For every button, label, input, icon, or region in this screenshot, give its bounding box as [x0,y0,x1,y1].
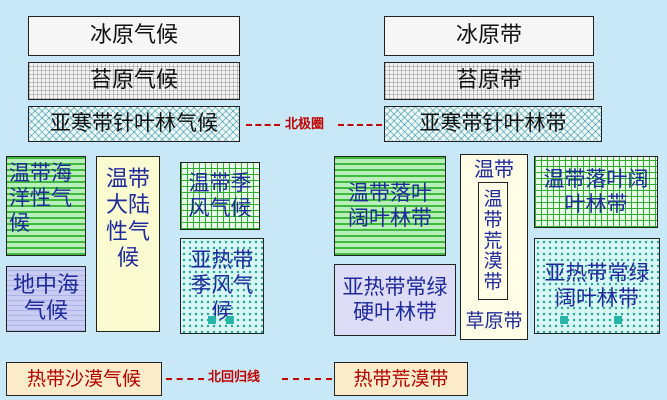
subarctic-climate-box: 亚寒带针叶林气候 [28,106,240,142]
temperate-monsoon-label: 温带季风气候 [188,170,252,220]
tropical-desert-climate-label: 热带沙漠气候 [26,367,141,390]
ice-climate-box: 冰原气候 [28,16,240,56]
steppe-box: 草原带 [461,304,527,338]
temperate-continental-box: 温带大陆性气候 [96,156,160,332]
tundra-climate-label: 苔原气候 [89,67,178,93]
temperate-desert-box: 温带荒漠带 [478,182,508,300]
temperate-maritime-box: 温带海洋性气候 [6,156,86,256]
temperate-deciduous-box: 温带落叶阔叶林带 [334,156,446,256]
temperate-desert-label: 温带荒漠带 [483,187,503,294]
temperate-zone-outer-label: 温带 [474,157,514,181]
subtropical-evergreen-broadleaf-label: 亚热带常绿阔叶林带 [544,260,650,310]
temperate-monsoon-box: 温带季风气候 [180,162,260,230]
texture-square [614,316,622,324]
taiga-zone-box: 亚寒带针叶林带 [384,106,602,142]
mediterranean-label: 地中海气候 [12,272,79,324]
texture-square [560,316,568,324]
tropic-of-cancer-dash-left [166,378,204,380]
temperate-maritime-label: 温带海洋性气候 [9,161,72,236]
tropic-of-cancer-label: 北回归线 [208,370,261,385]
subarctic-climate-label: 亚寒带针叶林气候 [50,111,218,136]
mediterranean-box: 地中海气候 [6,266,86,332]
tropical-desert-zone-label: 热带荒漠带 [353,367,449,390]
subtropical-monsoon-label: 亚热带季风气候 [190,248,254,323]
subtropical-evergreen-sclerophyll-box: 亚热带常绿硬叶林带 [334,264,456,336]
subtropical-monsoon-box: 亚热带季风气候 [180,238,264,334]
arctic-circle-label: 北极圈 [285,117,325,132]
steppe-label: 草原带 [465,309,523,332]
tropic-of-cancer-dash-right [282,378,332,380]
taiga-zone-label: 亚寒带针叶林带 [419,111,567,136]
subtropical-evergreen-broadleaf-box: 亚热带常绿阔叶林带 [534,238,660,334]
ice-zone-box: 冰原带 [384,16,594,56]
texture-square [208,316,216,324]
arctic-circle-dash-left [246,124,280,126]
temperate-deciduous-2-box: 温带落叶阔叶林带 [534,156,658,228]
subtropical-evergreen-sclerophyll-label: 亚热带常绿硬叶林带 [342,274,448,324]
temperate-deciduous-2-label: 温带落叶阔叶林带 [543,166,649,216]
tundra-zone-box: 苔原带 [384,62,594,100]
arctic-circle-dash-right [338,124,382,126]
tropical-desert-climate-box: 热带沙漠气候 [6,362,162,396]
temperate-continental-label: 温带大陆性气候 [105,167,150,272]
tundra-climate-box: 苔原气候 [28,62,240,100]
ice-zone-label: 冰原带 [455,22,522,48]
ice-climate-label: 冰原气候 [89,22,178,48]
texture-square [226,316,234,324]
tropical-desert-zone-box: 热带荒漠带 [334,362,468,396]
tundra-zone-label: 苔原带 [455,67,522,93]
temperate-deciduous-label: 温带落叶阔叶林带 [348,180,432,230]
